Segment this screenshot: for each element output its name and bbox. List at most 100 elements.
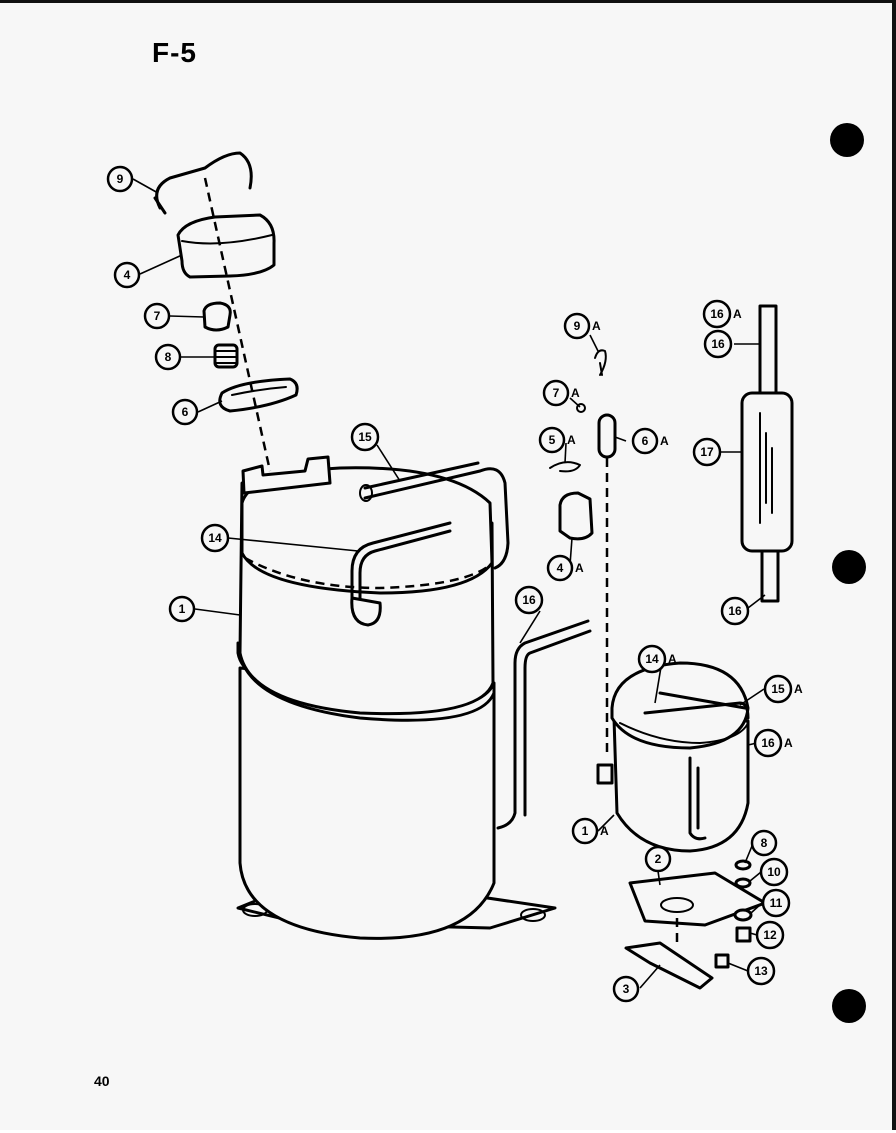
binder-hole-top	[830, 123, 864, 157]
terminal-parts-stack	[153, 151, 299, 472]
callout-16-bottom: 16	[720, 596, 750, 626]
compressor-alternate	[596, 661, 767, 990]
callout-suffix: A	[784, 736, 793, 750]
callout-number: 6	[642, 434, 649, 448]
callout-number: 16	[711, 337, 725, 351]
callout-circle	[750, 829, 778, 857]
callout-suffix: A	[600, 824, 609, 838]
binder-hole-middle	[832, 550, 866, 584]
callout-3: 3	[612, 975, 640, 1003]
callout-circle	[753, 728, 783, 758]
callout-circle	[644, 845, 672, 873]
callout-circle	[106, 165, 134, 193]
callout-number: 6	[182, 405, 189, 419]
callout-4: 4	[113, 261, 141, 289]
callout-6: 6	[171, 398, 199, 426]
callout-12: 12	[755, 920, 785, 950]
callout-number: 16	[761, 736, 775, 750]
callout-circle	[538, 426, 566, 454]
callout-suffix: A	[575, 561, 584, 575]
callout-number: 11	[770, 896, 783, 910]
callout-number: 15	[771, 682, 785, 696]
callout-circle	[200, 523, 230, 553]
callout-number: 3	[623, 982, 630, 996]
callout-circle	[702, 299, 732, 329]
callout-circle	[720, 596, 750, 626]
callout-16a: 16 A	[753, 728, 793, 758]
callout-number: 4	[124, 268, 131, 282]
callout-number: 5	[549, 433, 556, 447]
callout-15: 15	[350, 422, 380, 452]
callout-number: 1	[582, 824, 589, 838]
callout-suffix: A	[660, 434, 669, 448]
callout-circle	[612, 975, 640, 1003]
callout-number: 16	[522, 593, 536, 607]
exploded-view-drawing: .ln { fill:none; stroke:#000; stroke-wid…	[106, 123, 866, 1023]
callout-circle	[763, 674, 793, 704]
callout-7: 7	[143, 302, 171, 330]
callout-number: 8	[761, 836, 768, 850]
callout-16-top: 16	[703, 329, 733, 359]
callout-number: 15	[358, 430, 372, 444]
callout-circle	[113, 261, 141, 289]
binder-hole-bottom	[832, 989, 866, 1023]
callout-circle	[154, 343, 182, 371]
callout-14: 14	[200, 523, 230, 553]
callout-circle	[143, 302, 171, 330]
callout-suffix: A	[567, 433, 576, 447]
callout-number: 13	[754, 964, 768, 978]
callout-circle	[171, 398, 199, 426]
callout-circle	[350, 422, 380, 452]
callout-suffix: A	[592, 319, 601, 333]
callout-circle	[542, 379, 570, 407]
callout-17: 17	[692, 437, 722, 467]
callout-11: 11	[761, 888, 791, 918]
callout-circle	[514, 585, 544, 615]
callout-16: 16	[514, 585, 544, 615]
callout-number: 17	[700, 445, 714, 459]
callout-number: 8	[165, 350, 172, 364]
callout-circle	[692, 437, 722, 467]
callout-10: 10	[759, 857, 789, 887]
callout-number: 4	[557, 561, 564, 575]
callout-suffix: A	[794, 682, 803, 696]
accumulator-assembly	[740, 304, 794, 603]
callout-15a: 15 A	[763, 674, 803, 704]
callout-circle	[168, 595, 196, 623]
callout-circle	[631, 427, 659, 455]
callout-circle	[563, 312, 591, 340]
callout-circle	[637, 644, 667, 674]
page-number: 40	[94, 1073, 110, 1089]
callout-circle	[746, 956, 776, 986]
figure-title: F-5	[152, 37, 197, 68]
callout-13: 13	[746, 956, 776, 986]
callout-number: 10	[767, 865, 781, 879]
callout-number: 7	[553, 386, 560, 400]
small-parts-center	[549, 349, 617, 753]
callout-circle	[703, 329, 733, 359]
callout-8: 8	[154, 343, 182, 371]
callout-number: 9	[117, 172, 124, 186]
callout-number: 2	[655, 852, 662, 866]
callout-9: 9	[106, 165, 134, 193]
compressor-main	[236, 455, 592, 940]
callout-number: 7	[154, 309, 161, 323]
callout-number: 9	[574, 319, 581, 333]
callout-8r: 8	[750, 829, 778, 857]
callout-number: 14	[208, 531, 222, 545]
callout-circle	[546, 554, 574, 582]
callout-2: 2	[644, 845, 672, 873]
callout-1: 1	[168, 595, 196, 623]
callout-number: 16	[728, 604, 742, 618]
callout-number: 16	[710, 307, 724, 321]
